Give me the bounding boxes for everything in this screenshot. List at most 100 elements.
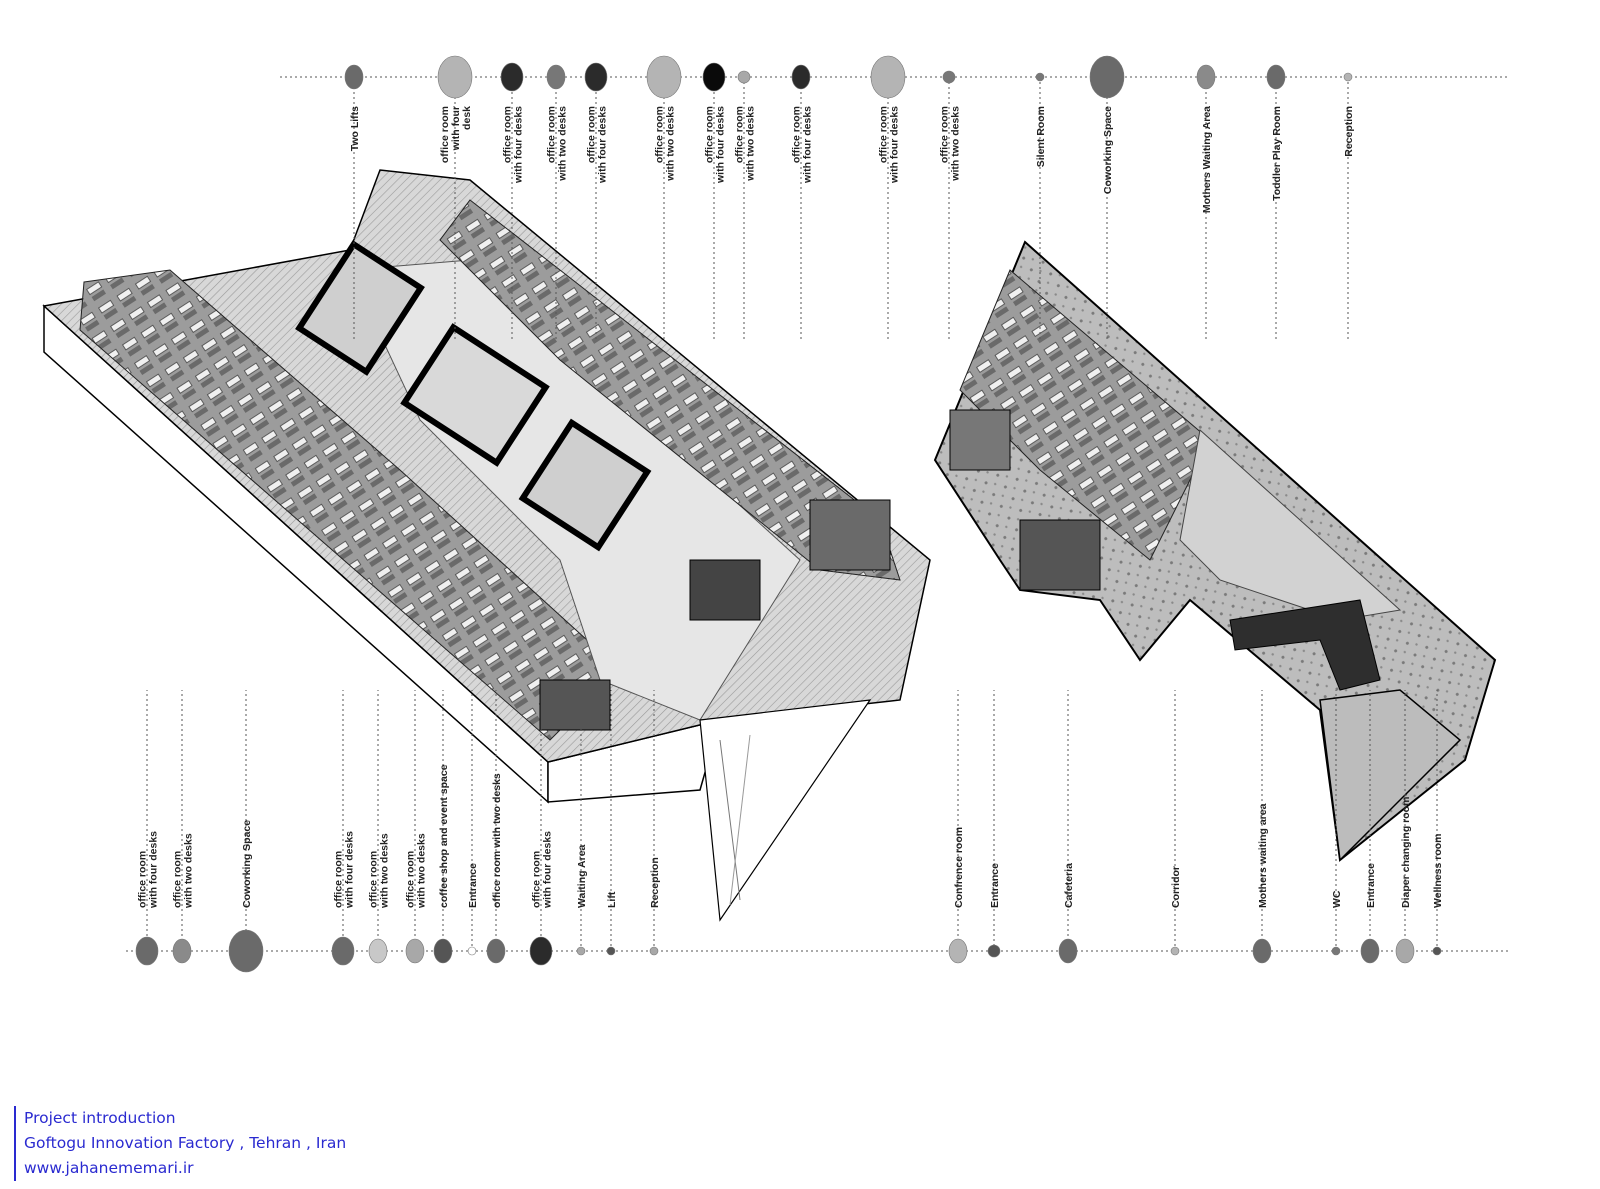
top-label-marker (702, 62, 726, 92)
top-label-marker (942, 70, 956, 84)
bottom-label-marker (486, 938, 506, 964)
top-space-label: with four desks (513, 106, 525, 184)
bottom-space-label: WC (1331, 890, 1343, 908)
reception-desk (689, 559, 761, 621)
stair-line (719, 739, 741, 901)
top-label-marker (584, 62, 608, 92)
bottom-space-label: Entrance (467, 863, 479, 908)
top-label-marker (546, 64, 566, 90)
left-office-strip (439, 199, 901, 581)
bottom-space-label: office room (368, 851, 380, 908)
top-space-label: Coworking Space (1102, 106, 1114, 194)
top-label-marker (646, 55, 682, 99)
top-space-label: with two desks (950, 106, 962, 182)
top-label-marker (344, 64, 364, 90)
stair-ramp (699, 699, 872, 922)
conference-room (949, 409, 1011, 471)
bottom-space-label: with four desks (344, 831, 356, 909)
bottom-right-room (539, 679, 611, 731)
top-label-marker (1266, 64, 1286, 90)
bottom-label-marker (433, 938, 453, 964)
wellness-wing (1319, 689, 1462, 862)
bottom-space-label: with two desks (183, 833, 195, 909)
top-label-marker (1343, 72, 1353, 82)
bottom-space-label: Lift (606, 891, 618, 908)
bottom-space-label: Wellness room (1432, 834, 1444, 909)
bottom-label-marker (172, 938, 192, 964)
top-space-label: office room (791, 106, 803, 163)
bottom-label-marker (576, 946, 586, 956)
bottom-space-label: office room (531, 851, 543, 908)
top-label-marker (1089, 55, 1125, 99)
bottom-space-label: office room with two desks (491, 773, 503, 908)
top-space-label: office room (704, 106, 716, 163)
bottom-space-label: Coworking Space (241, 820, 253, 908)
top-space-label: with four desks (597, 106, 609, 184)
top-space-label: office room (654, 106, 666, 163)
bottom-label-marker (1331, 946, 1341, 956)
top-space-label: Reception (1343, 106, 1355, 157)
top-space-label: desk (461, 106, 473, 130)
bottom-label-marker (987, 944, 1001, 958)
right-end-room (809, 499, 891, 571)
stair-line (729, 734, 751, 906)
bottom-label-marker (529, 936, 553, 966)
top-space-label: with four desks (715, 106, 727, 184)
top-space-label: with two desks (557, 106, 569, 182)
bottom-label-marker (135, 936, 159, 966)
bottom-space-label: office room (333, 851, 345, 908)
project-introduction: Project introduction Goftogu Innovation … (14, 1106, 346, 1181)
bottom-space-label: office room (405, 851, 417, 908)
top-space-label: office room (439, 106, 451, 163)
lift-core-1 (295, 240, 425, 376)
left-floor-plan (42, 169, 931, 922)
top-label-marker (870, 55, 906, 99)
top-space-label: Mothers Waiting Area (1201, 106, 1213, 213)
top-space-label: Toddler Play Room (1271, 106, 1283, 201)
lift-core-3 (518, 418, 652, 552)
intro-title: Project introduction (24, 1109, 176, 1127)
top-space-label: with two desks (745, 106, 757, 182)
bottom-space-label: Waiting Area (576, 844, 588, 908)
bottom-space-label: office room (172, 851, 184, 908)
lift-core-2 (400, 323, 550, 467)
top-label-marker (437, 55, 473, 99)
intro-website: www.jahanememari.ir (24, 1159, 194, 1177)
right-coworking-zone (959, 269, 1211, 561)
bottom-space-label: with two desks (379, 833, 391, 909)
top-label-marker (737, 70, 751, 84)
intro-project-name: Goftogu Innovation Factory , Tehran , Ir… (24, 1134, 347, 1152)
bottom-space-label: Confrence room (953, 827, 965, 908)
mothers-area (1179, 429, 1402, 621)
top-space-label: with four desks (889, 106, 901, 184)
bottom-space-label: Entrance (1365, 863, 1377, 908)
corridor-path (1229, 599, 1381, 691)
bottom-label-marker (1058, 938, 1078, 964)
bottom-label-marker (467, 946, 477, 956)
bottom-label-marker (331, 936, 355, 966)
cafeteria-room (1019, 519, 1101, 591)
bottom-label-marker (1360, 938, 1380, 964)
bottom-space-label: Diaper changing room (1400, 797, 1412, 908)
top-space-label: office room (939, 106, 951, 163)
top-space-label: with two desks (665, 106, 677, 182)
top-space-label: office room (546, 106, 558, 163)
top-space-label: office room (586, 106, 598, 163)
bottom-label-marker (1170, 946, 1180, 956)
top-space-label: Two Lifts (349, 106, 361, 151)
top-space-label: office room (502, 106, 514, 163)
bottom-label-marker (649, 946, 659, 956)
bottom-label-marker (948, 938, 968, 964)
bottom-space-label: with four desks (542, 831, 554, 909)
bottom-label-marker (405, 938, 425, 964)
bottom-label-marker (1252, 938, 1272, 964)
top-label-marker (1196, 64, 1216, 90)
right-floor-plan (933, 240, 1497, 862)
bottom-space-label: coffee shop and event space (438, 764, 450, 908)
bottom-space-label: Mothers waiting area (1257, 803, 1269, 908)
bottom-label-marker (606, 946, 616, 956)
bottom-label-marker (228, 929, 264, 973)
top-space-label: Silent Room (1035, 106, 1047, 167)
top-space-label: office room (734, 106, 746, 163)
